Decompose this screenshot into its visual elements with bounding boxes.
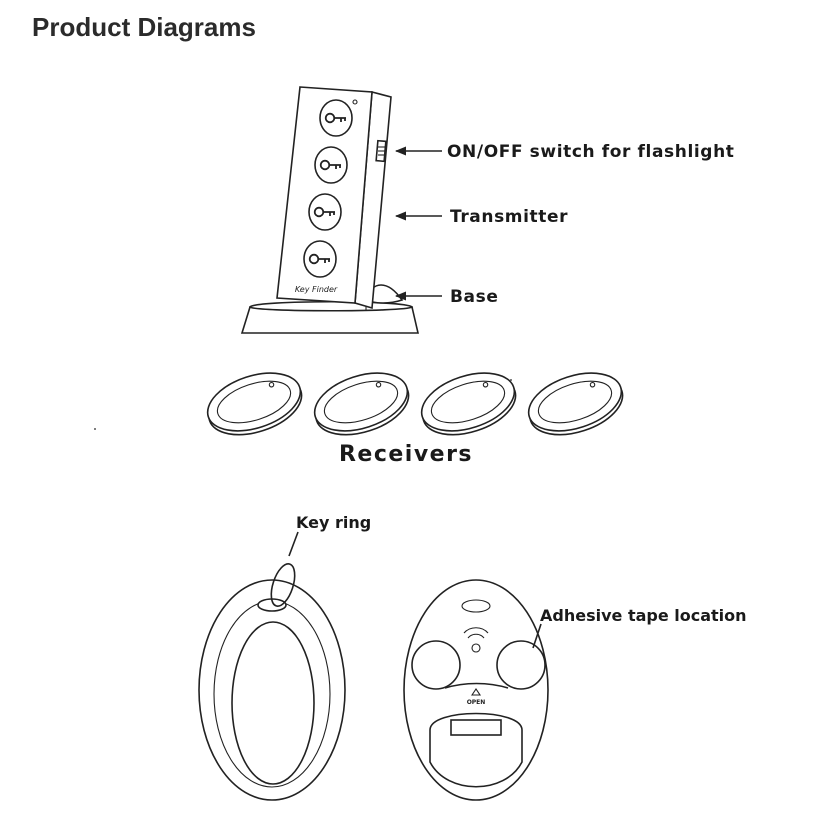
transmitter-button-1 — [319, 99, 353, 137]
led-indicator — [352, 99, 358, 105]
receiver — [420, 372, 517, 436]
transmitter: Key Finder — [276, 86, 392, 310]
page-title: Product Diagrams — [32, 12, 256, 42]
open-label: OPEN — [467, 699, 486, 706]
adhesive-label: Adhesive tape location — [540, 606, 747, 625]
receiver — [206, 372, 303, 436]
key-ring — [270, 563, 296, 607]
transmitter-button-4 — [303, 240, 337, 278]
adhesive-pad-left — [411, 640, 461, 690]
adhesive-pad-right — [496, 640, 546, 690]
receiver-back: OPEN — [403, 579, 549, 801]
receiver-front — [198, 563, 346, 801]
switch-label: ON/OFF switch for flashlight — [447, 142, 735, 162]
transmitter-button-2 — [314, 146, 348, 184]
key-ring-label: Key ring — [296, 513, 371, 532]
receiver — [527, 372, 624, 436]
receiver — [313, 372, 410, 436]
transmitter-label: Transmitter — [450, 207, 568, 227]
receivers-caption: Receivers — [339, 442, 473, 467]
battery-slot — [450, 719, 502, 736]
signal-icon — [463, 627, 489, 653]
brand-label: Key Finder — [295, 285, 338, 294]
base-label: Base — [450, 287, 498, 307]
transmitter-button-3 — [308, 193, 342, 231]
